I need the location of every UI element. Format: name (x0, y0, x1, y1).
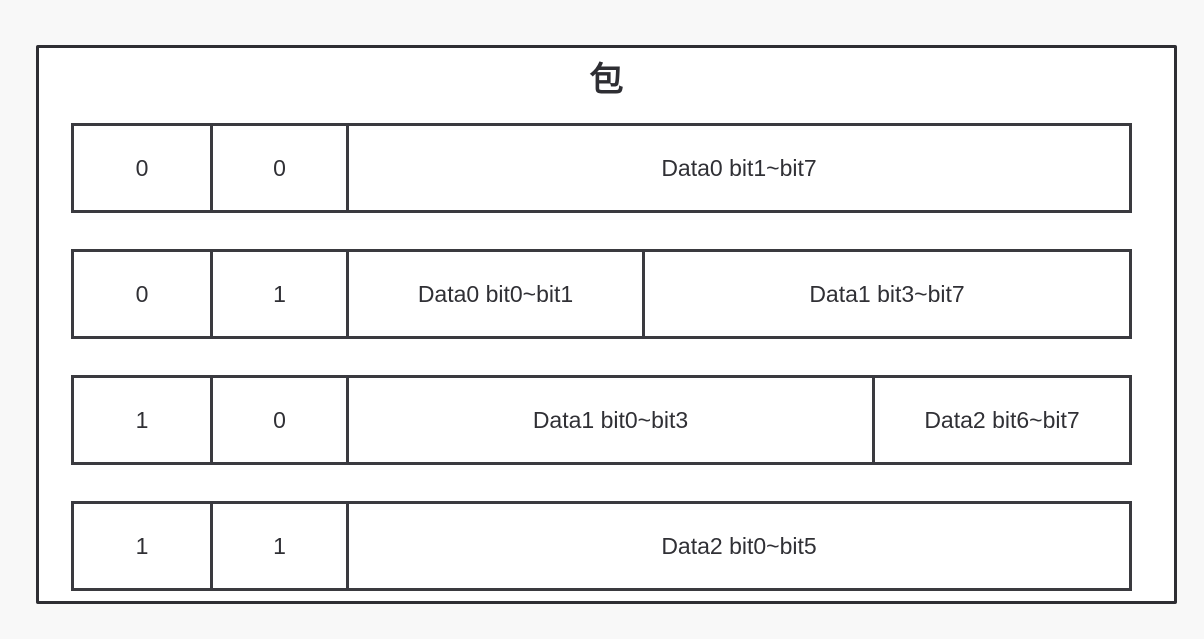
row-bit-b: 1 (210, 252, 346, 336)
page-title: 包 (589, 61, 624, 99)
packet-rows-container: 0 0 Data0 bit1~bit7 0 1 Data0 bit0~bit1 … (71, 123, 1132, 591)
table-row: 1 1 Data2 bit0~bit5 (71, 501, 1132, 591)
row-bit-a: 1 (74, 504, 210, 588)
table-row: 1 0 Data1 bit0~bit3 Data2 bit6~bit7 (71, 375, 1132, 465)
packet-frame: 包 0 0 Data0 bit1~bit7 0 1 Data0 bit0~bit… (36, 45, 1177, 604)
table-row: 0 0 Data0 bit1~bit7 (71, 123, 1132, 213)
row-bit-b: 0 (210, 378, 346, 462)
row-bit-b: 1 (210, 504, 346, 588)
row-field: Data0 bit0~bit1 (346, 252, 642, 336)
table-row: 0 1 Data0 bit0~bit1 Data1 bit3~bit7 (71, 249, 1132, 339)
row-field: Data1 bit0~bit3 (346, 378, 872, 462)
row-field: Data1 bit3~bit7 (642, 252, 1129, 336)
row-bit-b: 0 (210, 126, 346, 210)
row-bit-a: 1 (74, 378, 210, 462)
row-bit-a: 0 (74, 126, 210, 210)
row-bit-a: 0 (74, 252, 210, 336)
row-field: Data0 bit1~bit7 (346, 126, 1129, 210)
row-field: Data2 bit0~bit5 (346, 504, 1129, 588)
row-field: Data2 bit6~bit7 (872, 378, 1129, 462)
